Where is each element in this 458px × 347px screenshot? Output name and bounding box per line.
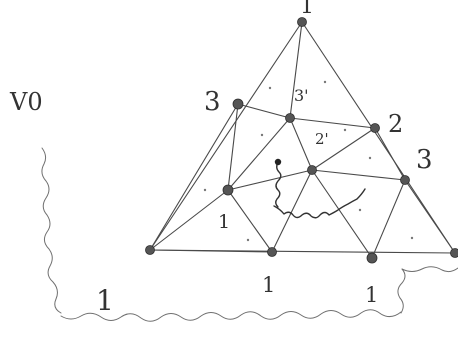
vertex-bottom-left-dot xyxy=(145,245,155,255)
label-region-name: V0 xyxy=(9,88,43,116)
vertex-inner-left-dot xyxy=(222,184,234,196)
label-vertex-inner-mid: 2' xyxy=(315,130,329,148)
label-vertex-bottom-right: 1 xyxy=(365,283,378,307)
handwritten-labels: 1 3 3' 2 2' 3 1 1 1 1 V0 xyxy=(9,0,433,317)
region-outline xyxy=(41,147,458,322)
vertex-markers xyxy=(145,17,458,264)
vertex-inner-mid-dot xyxy=(307,165,317,175)
vertex-bottom-right-dot xyxy=(366,252,378,264)
label-vertex-upper-left: 3 xyxy=(204,87,221,117)
vertex-bottom-corner-dot xyxy=(450,248,458,258)
vertex-bottom-mid-dot xyxy=(267,247,277,257)
vertex-right-upper-dot xyxy=(370,123,380,133)
outer-triangle xyxy=(149,21,456,254)
vertex-right-mid-dot xyxy=(400,175,410,185)
label-vertex-inner-left: 1 xyxy=(218,211,230,233)
vertex-top-dot xyxy=(297,17,307,27)
label-corner-outline: 1 xyxy=(96,284,114,317)
vertex-inner-top-dot xyxy=(285,113,295,123)
label-vertex-bottom-mid: 1 xyxy=(262,273,275,297)
label-vertex-inner-top: 3' xyxy=(294,86,309,105)
label-vertex-right-mid: 3 xyxy=(416,145,433,175)
cell-specks xyxy=(203,80,414,242)
inner-curve xyxy=(273,158,366,219)
mesh-edges xyxy=(149,21,456,259)
vertex-upper-left-dot xyxy=(232,98,244,110)
label-vertex-top: 1 xyxy=(300,0,314,19)
curve-start-dot xyxy=(274,158,282,166)
label-vertex-right-upper: 2 xyxy=(388,110,403,138)
